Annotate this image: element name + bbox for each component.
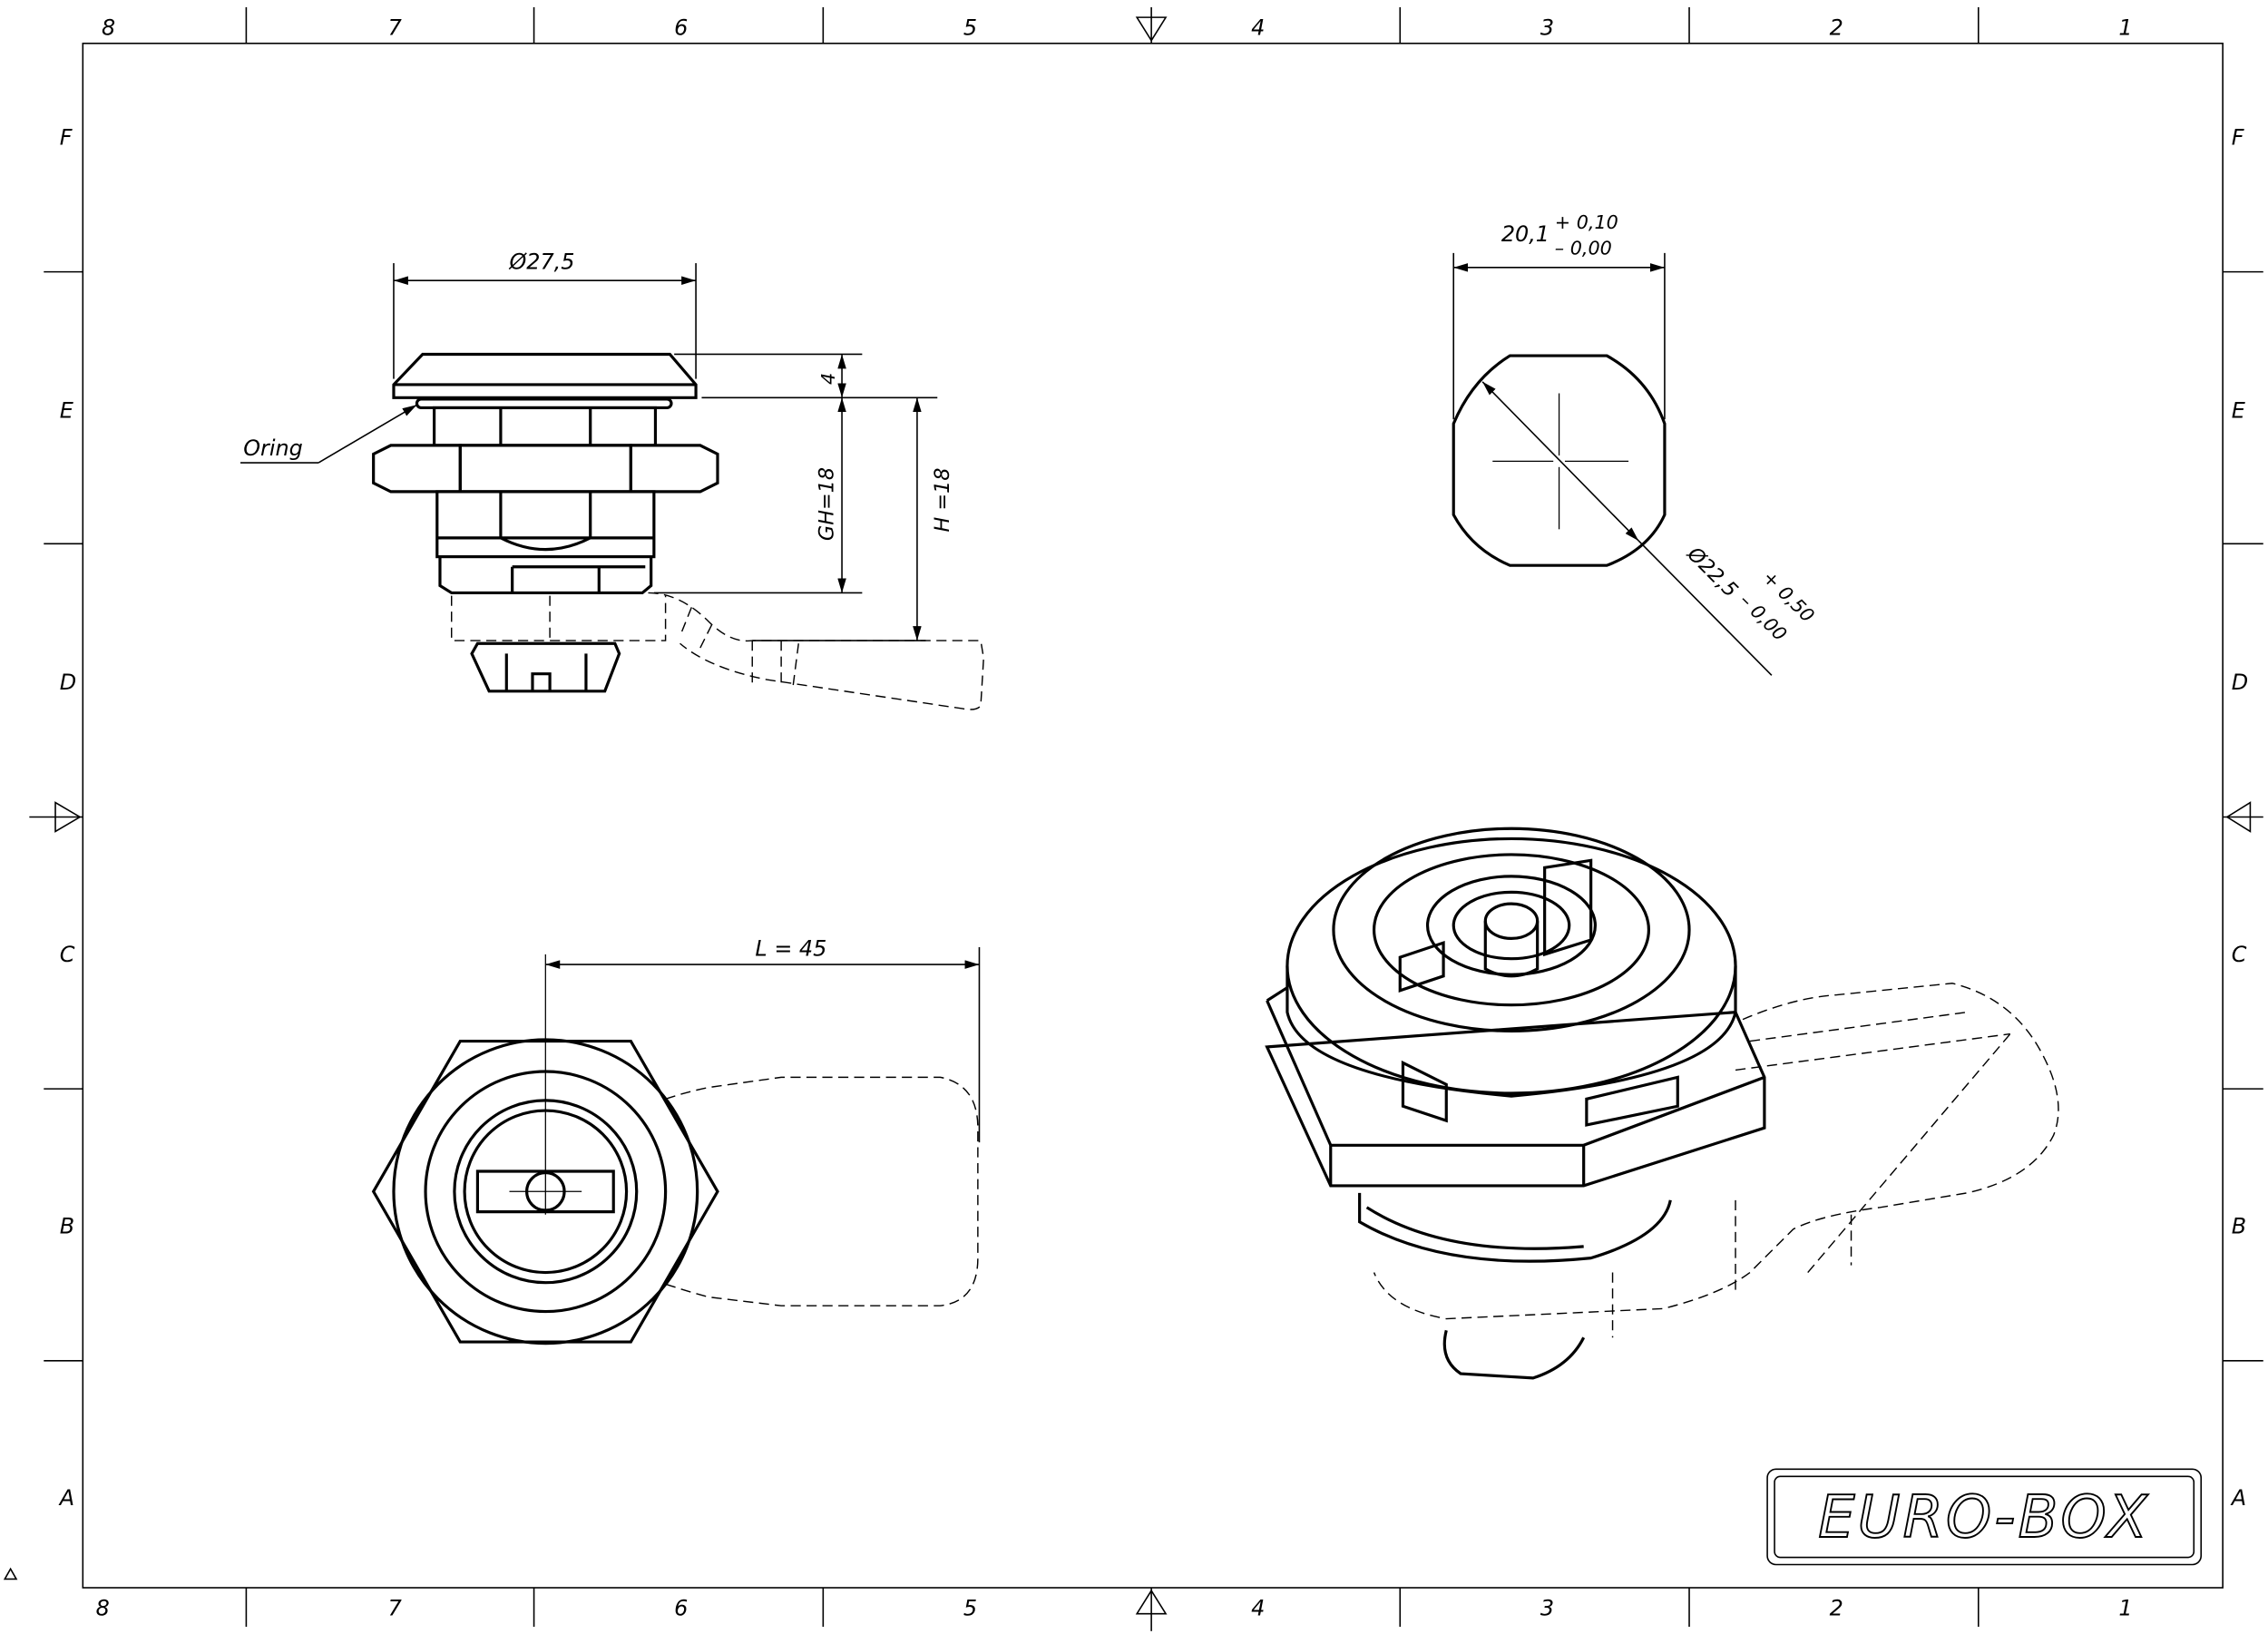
- svg-text:3: 3: [1540, 1595, 1554, 1620]
- svg-text:7: 7: [388, 1595, 402, 1620]
- cutout-outline: [1452, 354, 1667, 567]
- iso-cam-hidden: [1373, 983, 2059, 1338]
- svg-text:1: 1: [2118, 15, 2132, 40]
- gh-18-label: GH=18: [815, 467, 838, 541]
- svg-text:F: F: [2232, 124, 2245, 150]
- svg-text:A: A: [58, 1485, 74, 1511]
- column-labels-bottom: 8 7 6 5 4 3 2 1: [96, 1595, 2133, 1620]
- width-20-1-label: 20,1: [1501, 221, 1549, 247]
- oring-leader: [240, 404, 417, 464]
- svg-text:8: 8: [96, 1595, 110, 1620]
- svg-text:6: 6: [674, 1595, 688, 1620]
- svg-text:E: E: [60, 398, 74, 424]
- euro-box-logo: EURO-BOX: [1766, 1468, 2203, 1566]
- height-4-label: 4: [817, 373, 839, 385]
- svg-text:F: F: [60, 124, 73, 150]
- length-45-label: L = 45: [755, 936, 826, 962]
- svg-text:D: D: [2232, 670, 2248, 695]
- svg-text:6: 6: [674, 15, 688, 40]
- diameter-27-5-dimension: [393, 263, 697, 379]
- svg-text:7: 7: [388, 15, 402, 40]
- drawing-frame: 8 7 6 5 4 3 2 1 8 7 6 5 4 3 2 1 F E D C …: [3, 6, 2263, 1631]
- panel-cutout-view: 20,1 + 0,10 – 0,00 Ø22,5 + 0,50 – 0,00: [1452, 211, 1819, 676]
- length-45-dimension: [545, 946, 981, 1143]
- svg-text:C: C: [2232, 942, 2247, 967]
- iso-body: [1265, 827, 1766, 1380]
- svg-text:C: C: [60, 942, 75, 967]
- width-20-1-dimension: [1452, 252, 1666, 420]
- height-dimensions: [653, 353, 938, 641]
- front-view: L = 45: [371, 936, 981, 1345]
- svg-text:1: 1: [2118, 1595, 2132, 1620]
- isometric-view: [1265, 827, 2059, 1380]
- front-view-centerlines: [509, 954, 582, 1215]
- svg-text:5: 5: [963, 1595, 977, 1620]
- h-18-label: H =18: [931, 468, 954, 533]
- svg-text:D: D: [60, 670, 76, 695]
- logo-text: EURO-BOX: [1818, 1484, 2150, 1551]
- svg-text:3: 3: [1540, 15, 1554, 40]
- svg-text:4: 4: [1251, 1595, 1265, 1620]
- column-labels-top: 8 7 6 5 4 3 2 1: [102, 15, 2133, 40]
- svg-text:8: 8: [102, 15, 115, 40]
- svg-text:B: B: [2232, 1214, 2246, 1239]
- row-labels-right: F E D C B A: [2230, 124, 2248, 1511]
- oring-label: Oring: [243, 435, 303, 461]
- svg-text:B: B: [60, 1214, 74, 1239]
- small-triangle-mark: [3, 1567, 18, 1580]
- inner-border: [82, 43, 2224, 1589]
- diameter-22-5-dimension: [1481, 381, 1773, 676]
- svg-text:A: A: [2230, 1485, 2246, 1511]
- width-tolerance-minus: – 0,00: [1555, 238, 1612, 259]
- width-tolerance-plus: + 0,10: [1555, 211, 1618, 233]
- svg-text:E: E: [2232, 398, 2246, 424]
- side-view: Ø27,5 4 GH=18 H =18 Oring: [240, 249, 984, 710]
- front-view-cam-hidden: [665, 1076, 979, 1306]
- diameter-27-5-label: Ø27,5: [508, 249, 574, 274]
- side-view-cam-hidden: [451, 592, 984, 710]
- row-labels-left: F E D C B A: [58, 124, 76, 1511]
- svg-text:2: 2: [1830, 15, 1843, 40]
- svg-text:5: 5: [963, 15, 977, 40]
- svg-text:4: 4: [1251, 15, 1265, 40]
- zone-dividers: [29, 6, 2263, 1631]
- side-view-body: [372, 352, 719, 693]
- svg-text:2: 2: [1830, 1595, 1843, 1620]
